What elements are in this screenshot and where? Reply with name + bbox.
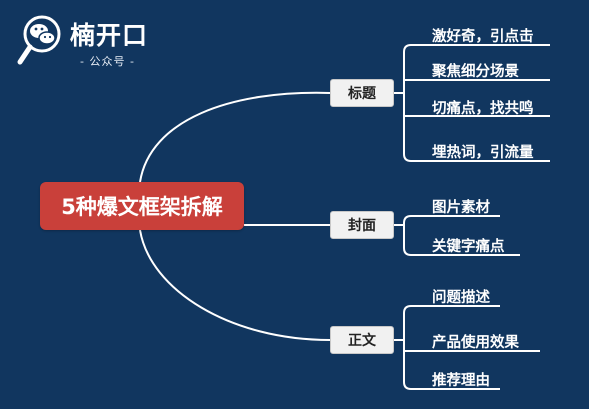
leaf-title-1: 激好奇，引点击: [432, 29, 534, 45]
logo-subtitle: - 公众号 -: [80, 55, 135, 68]
logo-name: 楠开口: [70, 21, 149, 50]
connector-cover-leaves: [394, 215, 520, 256]
connector-center-body: [139, 229, 331, 341]
connector-body-leaves: [394, 305, 540, 390]
logo: 楠开口 - 公众号 -: [16, 10, 156, 74]
branch-cover: 封面: [330, 211, 394, 239]
leaf-body-1: 问题描述: [432, 290, 490, 306]
leaf-body-3: 推荐理由: [432, 373, 490, 389]
branch-title: 标题: [330, 79, 394, 107]
leaf-title-3: 切痛点，找共鸣: [432, 101, 534, 117]
leaf-body-2: 产品使用效果: [432, 335, 519, 351]
connector-center-title: [139, 91, 331, 183]
center-node: 5种爆文框架拆解: [40, 182, 244, 230]
leaf-cover-2: 关键字痛点: [432, 239, 505, 255]
leaf-title-4: 埋热词，引流量: [432, 145, 534, 161]
leaf-cover-1: 图片素材: [432, 200, 490, 216]
branch-body: 正文: [330, 326, 394, 354]
connector-title-leaves: [394, 44, 550, 162]
leaf-title-2: 聚焦细分场景: [432, 64, 519, 80]
wechat-magnifier-icon: [17, 15, 61, 65]
